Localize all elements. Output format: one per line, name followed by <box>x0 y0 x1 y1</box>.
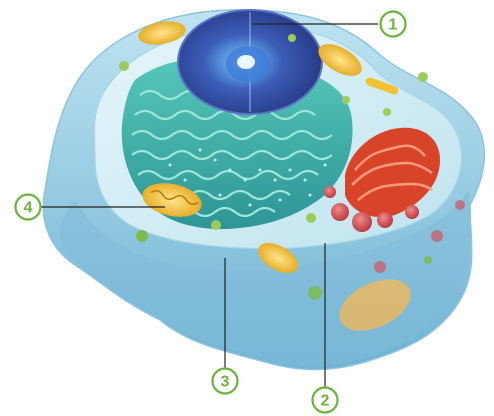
callout-1: 1 <box>381 12 406 37</box>
callout-2: 2 <box>313 388 338 413</box>
callout-4-number: 4 <box>24 200 33 217</box>
callout-3-number: 3 <box>221 374 230 391</box>
callout-3: 3 <box>213 369 238 394</box>
nucleus <box>178 10 322 114</box>
callout-1-number: 1 <box>389 17 398 34</box>
callout-2-number: 2 <box>321 393 330 410</box>
callout-4: 4 <box>16 195 41 220</box>
